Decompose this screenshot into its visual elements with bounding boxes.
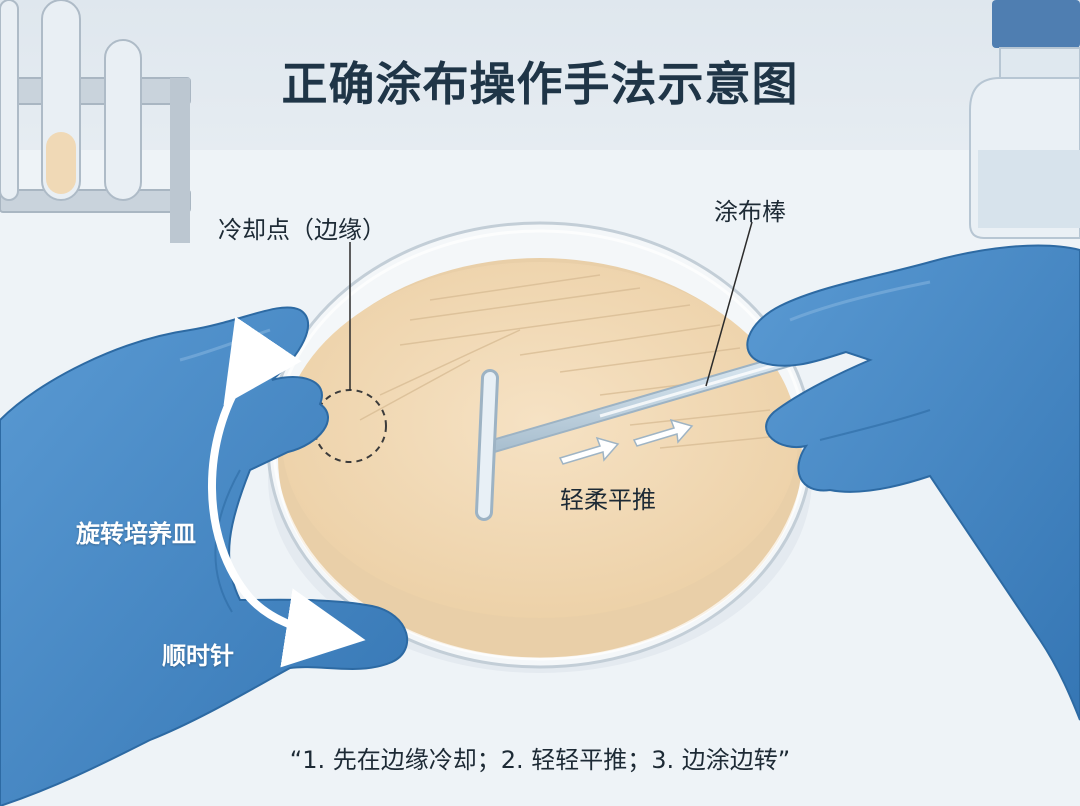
push-arrows: [558, 418, 694, 465]
gentle-push-label: 轻柔平推: [560, 486, 656, 514]
clockwise-label: 顺时针: [162, 642, 234, 670]
rotation-arrow: [208, 316, 366, 668]
test-tube-rack: [0, 0, 191, 243]
rotate-dish-label: 旋转培养皿: [76, 520, 196, 548]
spreader-leader: [705, 221, 753, 387]
agar-surface: [282, 262, 798, 618]
cooling-point-label: 冷却点（边缘）: [218, 216, 386, 244]
page-title: 正确涂布操作手法示意图: [281, 57, 799, 111]
spreader-label: 涂布棒: [714, 198, 786, 226]
petri-dish: [266, 221, 814, 673]
right-glove: [746, 244, 1080, 721]
reagent-bottle: [969, 0, 1080, 239]
steps-caption: “1. 先在边缘冷却；2. 轻轻平推；3. 边涂边转”: [289, 746, 791, 774]
